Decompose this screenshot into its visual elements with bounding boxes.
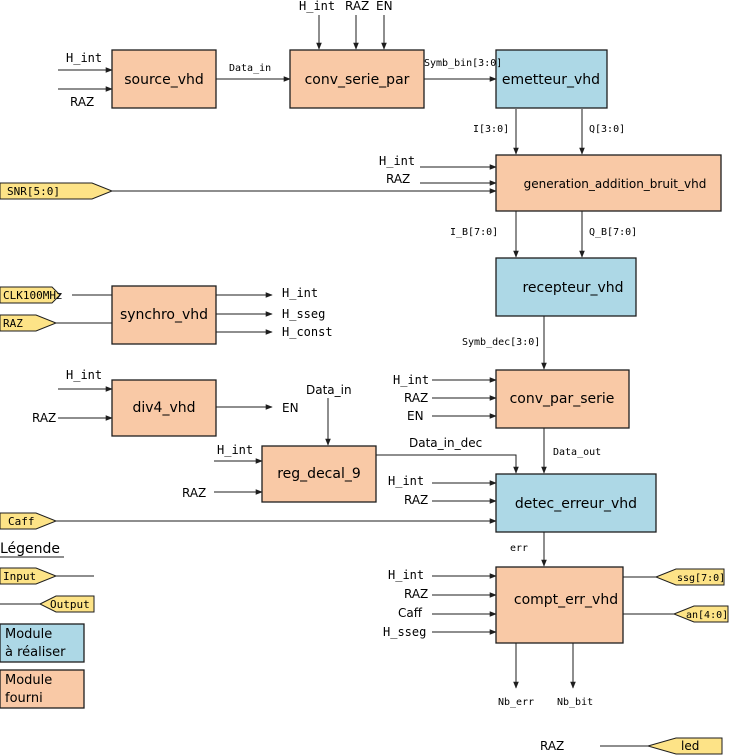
svg-text:led: led [681,739,699,753]
module-synchro-vhd: synchro_vhd [111,285,217,345]
port-raz: RAZ [0,314,58,332]
label-q: Q[3:0] [589,124,625,135]
legend-input: Input [0,567,58,585]
label-data-in: Data_in [306,383,352,397]
module-generation-addition-bruit-vhd: generation_addition_bruit_vhd [495,154,722,212]
signal-labels: H_int RAZ Data_in H_int RAZ EN Symb_bin[… [32,0,637,753]
svg-text:div4_vhd: div4_vhd [132,400,195,416]
label-h-int: H_int [282,286,318,300]
label-en: EN [407,409,424,423]
label-h-int: H_int [388,474,424,488]
module-conv-par-serie: conv_par_serie [495,369,630,429]
label-h-int: H_int [66,368,102,382]
label-h-int: H_int [217,443,253,457]
port-snr: SNR[5:0] [0,182,114,200]
svg-text:compt_err_vhd: compt_err_vhd [514,592,618,608]
label-en: EN [376,0,393,13]
svg-text:reg_decal_9: reg_decal_9 [277,466,361,482]
module-conv-serie-par: conv_serie_par [289,49,425,109]
svg-text:detec_erreur_vhd: detec_erreur_vhd [515,496,637,512]
svg-text:SNR[5:0]: SNR[5:0] [7,185,60,198]
label-h-int: H_int [66,51,102,65]
label-h-sseg: H_sseg [383,625,426,639]
label-en: EN [282,401,299,415]
module-detec-erreur-vhd: detec_erreur_vhd [495,473,657,533]
label-h-const: H_const [282,325,333,339]
svg-text:recepteur_vhd: recepteur_vhd [522,280,623,296]
svg-text:Module: Module [5,673,52,688]
label-data-in: Data_in [229,63,271,74]
port-clk100mhz: CLK100MHz [0,286,63,304]
svg-text:RAZ: RAZ [3,317,23,330]
svg-text:generation_addition_bruit_vhd: generation_addition_bruit_vhd [524,177,707,191]
legend-module-a-realiser: Module à réaliser [0,623,85,663]
label-raz: RAZ [345,0,369,13]
label-raz: RAZ [404,587,428,601]
label-raz: RAZ [182,486,206,500]
svg-text:CLK100MHz: CLK100MHz [3,289,63,302]
label-h-int: H_int [393,373,429,387]
label-data-in-dec: Data_in_dec [409,436,482,450]
label-h-sseg: H_sseg [282,307,325,321]
module-source-vhd: source_vhd [111,49,217,109]
port-led: led [646,737,723,755]
svg-text:à réaliser: à réaliser [5,645,66,660]
label-h-int: H_int [379,154,415,168]
svg-text:Input: Input [3,570,36,583]
label-i-b: I_B[7:0] [450,227,498,238]
module-reg-decal-9: reg_decal_9 [261,445,377,503]
module-emetteur-vhd: emetteur_vhd [495,49,608,109]
label-nb-bit: Nb_bit [557,697,593,708]
label-data-out: Data_out [553,447,601,458]
svg-text:source_vhd: source_vhd [124,72,204,88]
svg-text:emetteur_vhd: emetteur_vhd [502,72,600,88]
legend-module-fourni: Module fourni [0,669,85,709]
label-symb-bin: Symb_bin[3:0] [424,58,502,69]
label-raz: RAZ [404,391,428,405]
module-compt-err-vhd: compt_err_vhd [495,566,624,644]
svg-text:an[4:0]: an[4:0] [686,610,728,621]
wires [0,15,674,747]
svg-text:fourni: fourni [5,691,43,706]
label-i: I[3:0] [473,124,509,135]
label-raz: RAZ [404,493,428,507]
svg-text:synchro_vhd: synchro_vhd [120,307,208,323]
svg-text:conv_par_serie: conv_par_serie [510,391,615,407]
port-ssg: ssg[7:0] [654,568,725,586]
legend-title: Légende [0,541,60,557]
svg-text:Module: Module [5,627,52,642]
label-raz: RAZ [70,95,94,109]
port-an: an[4:0] [672,605,729,623]
label-q-b: Q_B[7:0] [589,227,637,238]
legend-output: Output [38,595,95,613]
label-caff: Caff [398,606,423,620]
svg-text:Caff: Caff [8,515,35,528]
label-raz: RAZ [540,739,564,753]
port-caff: Caff [0,512,58,530]
label-nb-err: Nb_err [498,697,534,708]
label-err: err [510,543,528,554]
label-h-int: H_int [299,0,335,13]
svg-text:Output: Output [50,598,90,611]
label-raz: RAZ [386,172,410,186]
svg-text:conv_serie_par: conv_serie_par [305,72,410,88]
label-raz: RAZ [32,411,56,425]
svg-text:ssg[7:0]: ssg[7:0] [677,573,725,584]
module-div4-vhd: div4_vhd [111,379,217,437]
label-h-int: H_int [388,568,424,582]
module-recepteur-vhd: recepteur_vhd [495,257,637,317]
label-symb-dec: Symb_dec[3:0] [462,337,540,348]
legend: Légende Input Output Module à réaliser M… [0,541,95,709]
